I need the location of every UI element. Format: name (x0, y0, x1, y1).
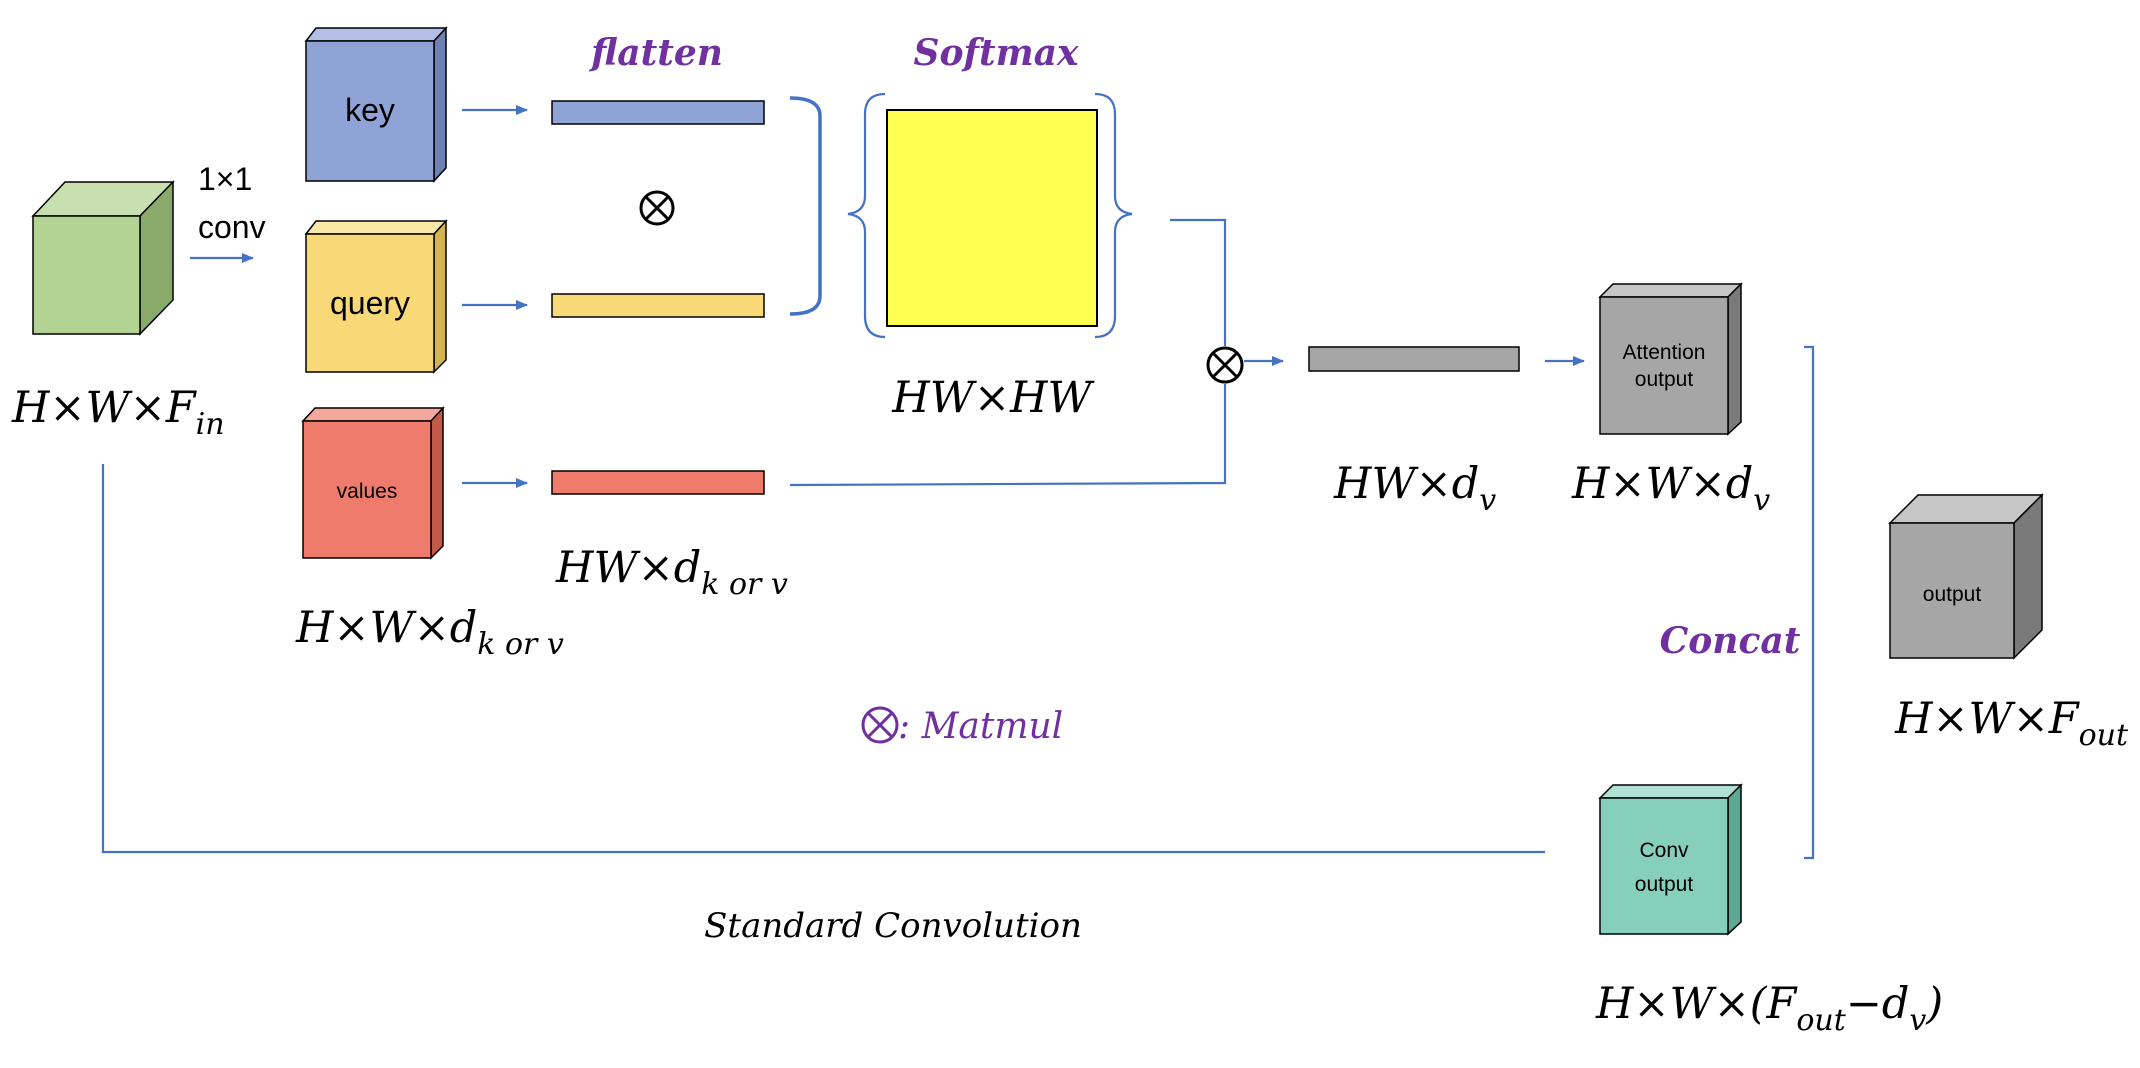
attention-vector (1308, 346, 1520, 372)
attention-cube-top (1598, 283, 1743, 298)
conv-output-line1: Conv (1639, 839, 1689, 862)
query-projection: query (304, 219, 448, 374)
attention-output: Attention output (1598, 282, 1743, 436)
values-projection: values (301, 406, 445, 560)
input-feature-map (31, 180, 175, 336)
query-cube-top (304, 220, 448, 235)
projection-dims: H×W×dk or v (295, 603, 564, 662)
conv-cube-front (1599, 797, 1729, 935)
softmax-title: Softmax (913, 32, 1079, 74)
softmax-right-brace (1094, 92, 1133, 339)
query-label: query (330, 285, 410, 321)
input-cube-front (32, 215, 141, 335)
conv-label-line1: 1×1 (198, 161, 252, 197)
conv-label-line2: conv (198, 209, 266, 245)
query-cube-front (305, 233, 435, 373)
conv-output-line2: output (1635, 873, 1694, 896)
output-label: output (1923, 583, 1982, 606)
values-cube-top (301, 407, 445, 422)
matmul-legend-icon (861, 706, 899, 744)
concat-bracket (1804, 345, 1815, 860)
key-label: key (345, 92, 395, 128)
conv-cube-top (1598, 784, 1743, 799)
key-cube-top (304, 27, 448, 42)
attention-matmul-icon (1206, 346, 1244, 384)
softmax-to-matmul-line (1170, 218, 1227, 346)
key-vector (551, 100, 765, 125)
output-cube-side (2013, 493, 2043, 660)
kq-matmul-icon (639, 190, 675, 226)
input-dims: H×W×Fin (11, 383, 225, 442)
values-label: values (337, 480, 398, 503)
query-cube-side (433, 219, 447, 374)
attention-output-line1: Attention (1623, 341, 1706, 364)
conv-cube-side (1727, 783, 1742, 936)
matmul-legend-text: : Matmul (898, 706, 1063, 747)
values-cube-front (302, 420, 432, 559)
output-dims: H×W×Fout (1894, 694, 2129, 753)
attention-output-dims: H×W×dv (1571, 459, 1770, 518)
values-vector (551, 470, 765, 495)
key-cube-front (305, 40, 435, 182)
flatten-title: flatten (588, 32, 723, 74)
values-cube-side (430, 406, 444, 560)
softmax-left-brace (847, 92, 886, 339)
conv-output-dims: H×W×(Fout−dv) (1595, 979, 1943, 1038)
standard-conv-label: Standard Convolution (704, 906, 1082, 946)
output-feature-map: output (1888, 493, 2044, 660)
softmax-dims: HW×HW (891, 373, 1095, 423)
standard-conv-line (101, 464, 1545, 854)
attention-cube-front (1599, 296, 1729, 435)
concat-label: Concat (1660, 620, 1801, 662)
key-projection: key (304, 26, 448, 183)
flatten-dims: HW×dk or v (555, 543, 788, 602)
values-to-matmul-line (789, 384, 1227, 487)
attention-vector-dims: HW×dv (1333, 459, 1496, 518)
key-cube-side (433, 26, 447, 183)
softmax-attention-map (886, 109, 1098, 327)
conv-output: Conv output (1598, 783, 1743, 936)
output-cube-front (1889, 522, 2015, 659)
attention-output-line2: output (1635, 368, 1694, 391)
kq-bracket (789, 96, 822, 316)
query-vector (551, 293, 765, 318)
attention-cube-side (1727, 282, 1742, 436)
